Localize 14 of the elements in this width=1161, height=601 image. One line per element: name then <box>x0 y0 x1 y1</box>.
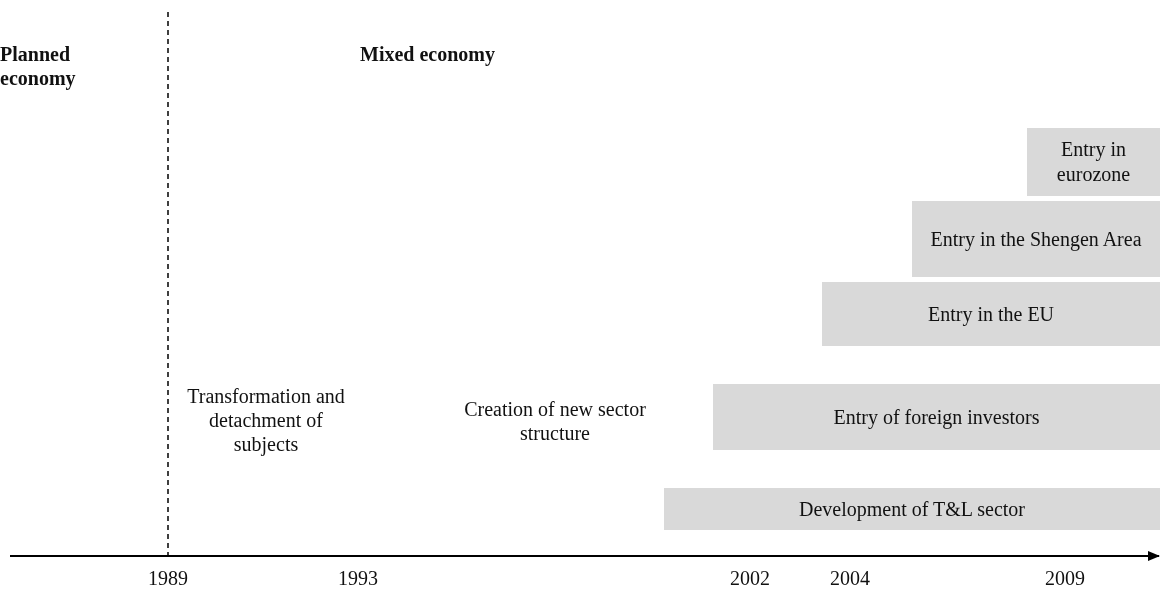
timeline-bar: Entry in eurozone <box>1027 128 1160 196</box>
year-label: 2009 <box>1044 566 1086 590</box>
timeline-bar: Entry in the Shengen Area <box>912 201 1160 277</box>
timeline-bar: Entry of foreign investors <box>713 384 1160 450</box>
year-label: 1989 <box>147 566 189 590</box>
phase-label: Creation of new sector structure <box>463 397 647 445</box>
timeline-bar: Development of T&L sector <box>664 488 1160 530</box>
period-heading: Planned economy <box>0 42 77 90</box>
phase-label: Transformation and detachment of subjects <box>186 384 346 456</box>
year-label: 1993 <box>337 566 379 590</box>
timeline-bar: Entry in the EU <box>822 282 1160 346</box>
year-label: 2004 <box>829 566 871 590</box>
period-heading: Mixed economy <box>360 42 496 66</box>
year-label: 2002 <box>729 566 771 590</box>
